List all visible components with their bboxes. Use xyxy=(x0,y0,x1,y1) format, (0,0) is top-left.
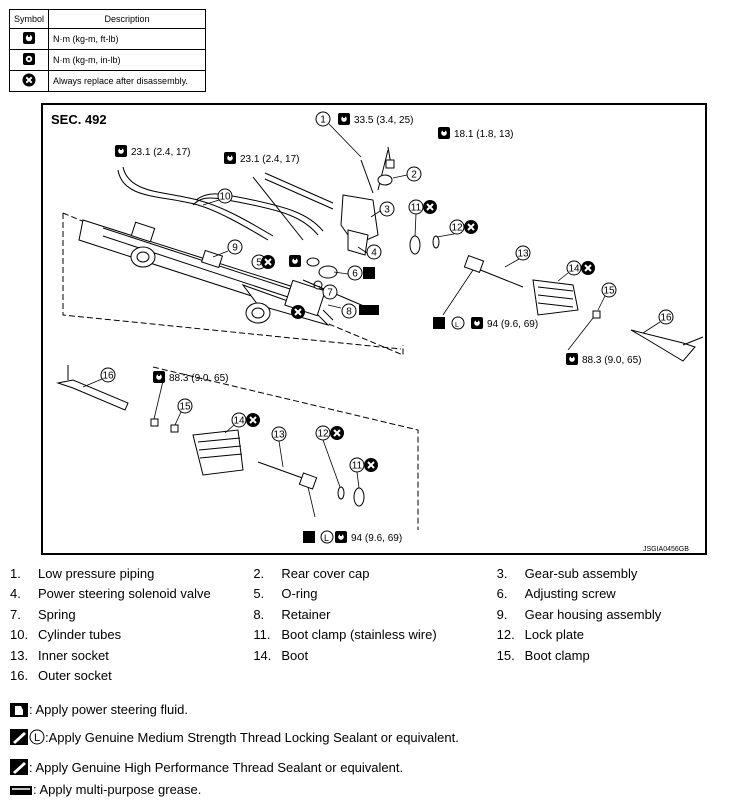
callout-7: 7 xyxy=(327,288,333,299)
note-grease: : Apply multi-purpose grease. xyxy=(9,782,201,797)
grease-icon xyxy=(10,785,32,795)
part-item: 4.Power steering solenoid valve xyxy=(10,586,211,602)
torque-5: 94 (9.6, 69) xyxy=(487,319,538,330)
callout-13a: 13 xyxy=(517,249,529,260)
callout-10: 10 xyxy=(219,192,231,203)
callout-6: 6 xyxy=(352,269,358,280)
torque-7: 88.3 (9.0, 65) xyxy=(169,373,228,384)
description-header: Description xyxy=(48,9,206,29)
callout-15b: 15 xyxy=(179,402,191,413)
callout-14b: 14 xyxy=(233,416,245,427)
lock-sealant-icon: L xyxy=(29,729,45,745)
callout-13b: 13 xyxy=(273,430,285,441)
torque-8: 94 (9.6, 69) xyxy=(351,533,402,544)
part-item: 5.O-ring xyxy=(253,586,318,602)
symbol-desc-inlb: N·m (kg-m, in-lb) xyxy=(48,49,206,71)
part-item: 8.Retainer xyxy=(253,606,331,622)
callout-1: 1 xyxy=(320,115,326,126)
part-item: 14.Boot xyxy=(253,647,309,663)
part-item: 12.Lock plate xyxy=(496,627,584,643)
callout-12b: 12 xyxy=(317,429,329,440)
callout-16a: 16 xyxy=(660,313,672,324)
note-fluid: : Apply power steering fluid. xyxy=(9,700,188,718)
replace-x-icon xyxy=(22,73,36,87)
callout-16b: 16 xyxy=(102,371,114,382)
lock-letter-upper: L xyxy=(455,322,459,329)
torque-2: 18.1 (1.8, 13) xyxy=(454,129,513,140)
replace-x-icon xyxy=(260,254,276,270)
callout-9: 9 xyxy=(232,243,238,254)
callout-4: 4 xyxy=(371,248,377,259)
torque-3: 23.1 (2.4, 17) xyxy=(131,147,190,158)
sealant-tube-icon xyxy=(10,729,28,745)
exploded-diagram: SEC. 492 xyxy=(41,103,707,555)
part-item: 3.Gear-sub assembly xyxy=(496,565,638,581)
callout-2: 2 xyxy=(411,170,417,181)
callout-14a: 14 xyxy=(568,264,580,275)
part-item: 9.Gear housing assembly xyxy=(496,606,662,622)
section-label: SEC. 492 xyxy=(51,112,107,127)
lock-letter-lower: L xyxy=(324,533,329,543)
symbol-desc-ftlb: N·m (kg-m, ft-lb) xyxy=(48,28,206,50)
symbol-desc-replace: Always replace after disassembly. xyxy=(48,70,206,92)
part-item: 13.Inner socket xyxy=(10,647,109,663)
part-item: 1.Low pressure piping xyxy=(10,565,155,581)
torque-wrench-small-icon xyxy=(23,53,35,65)
callout-8: 8 xyxy=(346,307,352,318)
callout-5: 5 xyxy=(256,258,262,269)
high-sealant-icon xyxy=(10,759,28,775)
note-high-sealant: : Apply Genuine High Performance Thread … xyxy=(9,758,403,776)
fluid-icon xyxy=(289,255,301,267)
symbol-header: Symbol xyxy=(8,9,50,29)
part-item: 6.Adjusting screw xyxy=(496,586,616,602)
torque-4: 23.1 (2.4, 17) xyxy=(240,154,299,165)
parts-legend: 1.Low pressure piping 2.Rear cover cap 3… xyxy=(10,563,740,686)
callout-11a: 11 xyxy=(411,203,422,214)
part-item: 7.Spring xyxy=(10,606,76,622)
callout-15a: 15 xyxy=(603,286,615,297)
svg-text:L: L xyxy=(34,732,40,744)
part-item: 10.Cylinder tubes xyxy=(10,627,122,643)
torque-6: 88.3 (9.0, 65) xyxy=(582,355,641,366)
part-item: 16.Outer socket xyxy=(10,668,112,684)
torque-wrench-icon xyxy=(23,32,35,44)
torque-1: 33.5 (3.4, 25) xyxy=(354,115,413,126)
part-item: 15.Boot clamp xyxy=(496,647,590,663)
callout-11b: 11 xyxy=(352,461,363,472)
note-medium-sealant: L :Apply Genuine Medium Strength Thread … xyxy=(9,728,459,746)
figure-id: JSGIA0456GB xyxy=(643,546,689,553)
callout-12a: 12 xyxy=(451,223,463,234)
symbol-table: Symbol Description N·m (kg-m, ft-lb) N·m… xyxy=(8,9,206,92)
steering-gear-drawing: 1 2 3 4 5 6 7 8 9 10 11 12 13 14 15 16 1… xyxy=(56,111,704,553)
fluid-can-icon xyxy=(10,703,28,717)
part-item: 2.Rear cover cap xyxy=(253,565,370,581)
callout-3: 3 xyxy=(384,205,390,216)
part-item: 11.Boot clamp (stainless wire) xyxy=(253,627,437,643)
